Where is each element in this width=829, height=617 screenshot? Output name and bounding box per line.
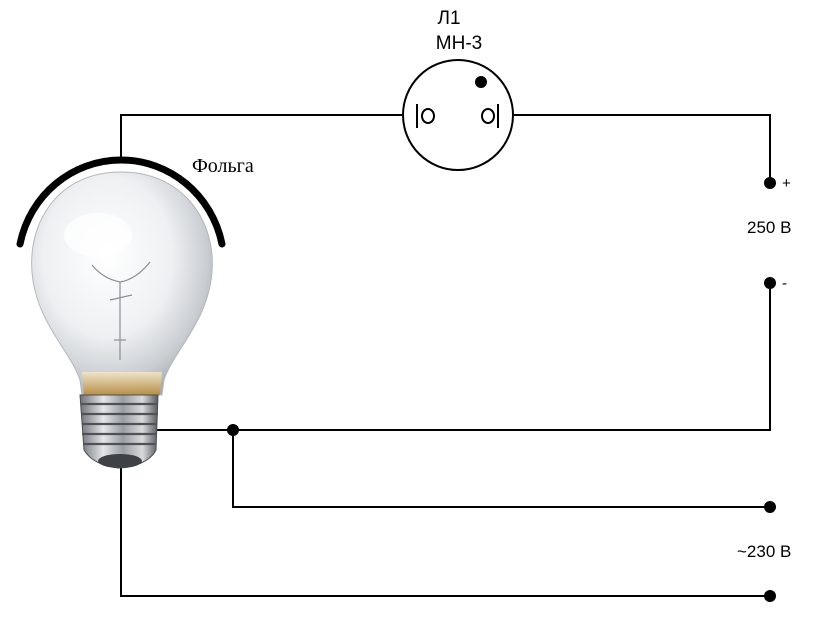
wire-junction-to-ac-top	[232, 430, 770, 508]
terminal-dc-minus	[764, 277, 776, 289]
terminal-dc-plus	[764, 177, 776, 189]
terminal-ac-top	[764, 501, 776, 513]
wires	[120, 114, 771, 597]
ac-voltage-label: ~230 В	[737, 542, 791, 561]
wire-base-to-ac-bottom	[120, 468, 770, 597]
dc-plus-label: +	[782, 175, 791, 192]
wire-bulb-to-neon	[120, 114, 403, 160]
dc-voltage-label: 250 В	[747, 218, 791, 237]
terminals	[227, 177, 776, 602]
foil-arc	[16, 156, 226, 248]
foil-label: Фольга	[192, 155, 254, 177]
wire-base-to-minus	[155, 283, 771, 431]
lamp-model: МН-3	[436, 33, 482, 54]
terminal-ac-bottom	[764, 590, 776, 602]
lamp-designator: Л1	[437, 8, 460, 29]
wire-neon-to-plus	[513, 114, 771, 183]
dc-minus-label: -	[782, 275, 787, 292]
junction-node	[227, 424, 239, 436]
neon-lamp-icon	[402, 59, 514, 171]
light-bulb-icon	[31, 171, 213, 469]
